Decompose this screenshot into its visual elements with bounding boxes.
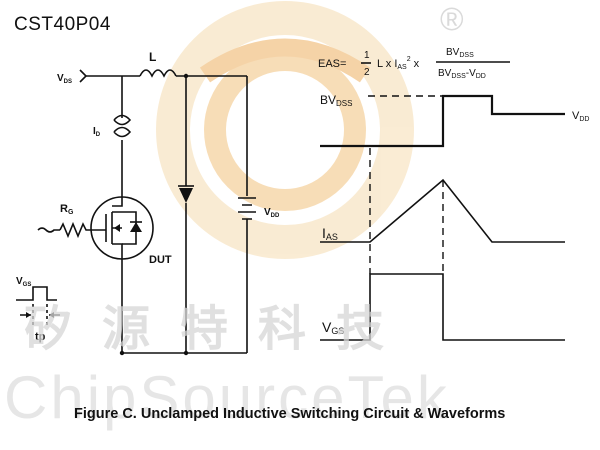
junction-dot-diode-bottom (183, 350, 189, 356)
tp-markers (32, 304, 48, 326)
inductor-label: L (149, 50, 156, 64)
vds-label: VDS (57, 73, 72, 85)
ias-label: IAS (322, 225, 338, 242)
waveforms: BVDSS VDD IAS VGS (320, 93, 589, 341)
watermark-english: ChipSourceTek (4, 364, 450, 431)
inductor-coil (139, 69, 177, 78)
figure-caption: Figure C. Unclamped Inductive Switching … (74, 406, 505, 422)
junction-dot-source (119, 350, 125, 356)
watermark-logo (156, 1, 414, 259)
eq-frac-den: BVDSS-VDD (438, 68, 486, 80)
vgs-pulse-label: VGS (16, 276, 31, 288)
bvdss-label: BVDSS (320, 93, 352, 108)
vdd-battery-icon (238, 197, 256, 220)
watermark-chinese: 矽源特科技 (24, 301, 414, 357)
circuit-schematic: VDS L ID DUT RG (16, 50, 280, 356)
mosfet-drain-lead (112, 190, 123, 207)
freewheel-diode-icon (179, 188, 193, 203)
vds-terminal-arrow (79, 69, 88, 83)
rg-label: RG (60, 203, 74, 216)
vgs-waveform (320, 273, 565, 341)
mosfet-body-diode-icon (130, 222, 142, 232)
mosfet-body-leads (112, 211, 123, 250)
eq-half-num: 1 (364, 50, 370, 61)
vgs-wave-label: VGS (322, 319, 344, 336)
current-probe-icon (113, 114, 132, 138)
eq-half-den: 2 (364, 67, 370, 78)
vds-waveform (320, 94, 565, 148)
vdd-circuit-label: VDD (264, 207, 280, 219)
vgs-pulse-waveform (16, 286, 57, 301)
vdd-wave-label: VDD (572, 110, 589, 123)
eq-prefix: EAS= (318, 58, 346, 70)
gate-input-wave (37, 227, 60, 233)
eq-frac-num: BVDSS (446, 47, 474, 59)
gate-resistor-zigzag (59, 221, 106, 239)
junction-dot-diode-top (183, 73, 189, 79)
dut-label: DUT (149, 254, 172, 266)
registered-mark: ® (440, 1, 464, 37)
part-number: CST40P04 (14, 14, 111, 35)
id-label: ID (93, 126, 101, 138)
mosfet-body-arrow-icon (114, 224, 120, 232)
tp-label: tp (35, 331, 46, 343)
